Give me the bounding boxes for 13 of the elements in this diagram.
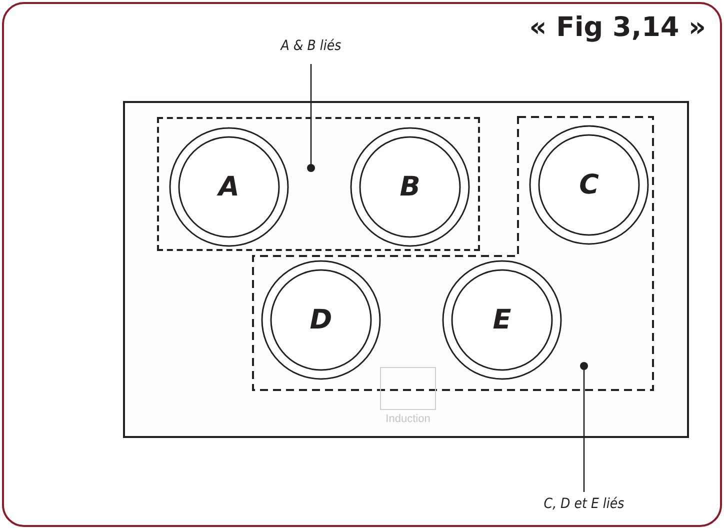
burner-letter: E [492,304,512,336]
leader-line [580,362,588,492]
burner-letter: D [310,304,332,336]
callout-text: C, D et E liés [509,496,659,520]
cooktop-outline [123,101,689,438]
induction-caption: Induction [386,413,430,425]
callout-text: A & B liés [241,38,381,60]
leader-line [307,64,315,172]
burner-letter: B [400,172,420,202]
burner-letter: C [579,170,599,200]
figure-title: « Fig 3,14 » [529,12,706,43]
burner-letter: A [218,172,240,202]
zone-outline [157,117,480,251]
